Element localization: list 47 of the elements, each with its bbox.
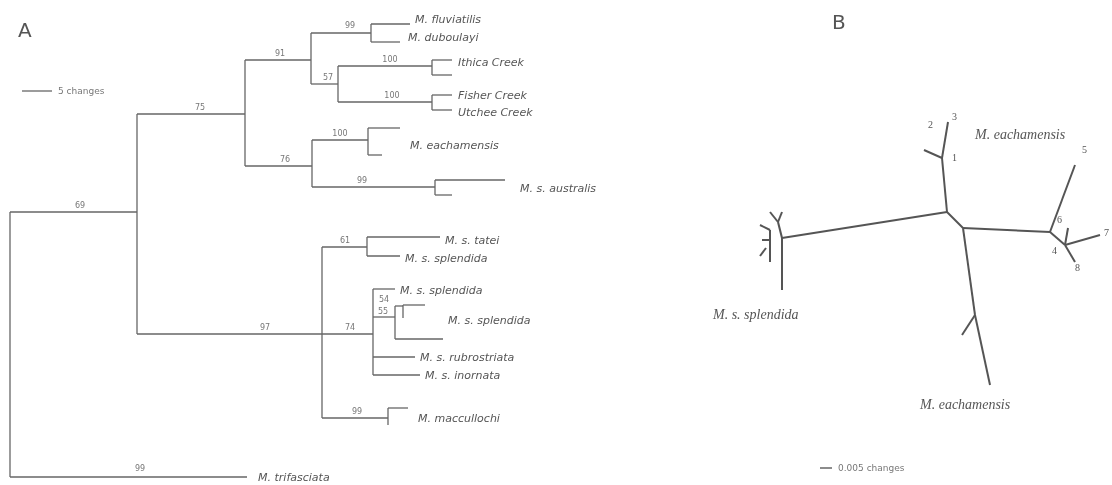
taxon-label: Utchee Creek	[458, 106, 533, 118]
taxon-label: M. s. inornata	[425, 369, 501, 381]
bootstrap-value: 91	[274, 50, 286, 58]
taxon-label: M. maccullochi	[418, 412, 500, 424]
taxon-label: M. eachamensis	[920, 398, 1011, 412]
taxon-label: Fisher Creek	[458, 89, 527, 101]
panel-letter: A	[18, 20, 32, 40]
bootstrap-value: 55	[377, 308, 389, 316]
bootstrap-value: 57	[322, 74, 334, 82]
taxon-label: M. s. tatei	[445, 234, 500, 246]
bootstrap-value: 99	[134, 465, 146, 473]
node-number: 8	[1075, 263, 1080, 273]
taxon-label: M. s. splendida	[400, 284, 483, 296]
bootstrap-value: 69	[74, 202, 86, 210]
bootstrap-value: 99	[344, 22, 356, 30]
scale-label: 5 changes	[58, 86, 105, 96]
taxon-label: M. s. splendida	[713, 308, 799, 322]
scale-label: 0.005 changes	[838, 463, 905, 473]
bootstrap-value: 54	[378, 296, 390, 304]
bootstrap-value: 61	[339, 237, 351, 245]
taxon-label: M. s. splendida	[405, 252, 488, 264]
node-number: 1	[952, 153, 957, 163]
taxon-label: M. eachamensis	[410, 139, 499, 151]
bootstrap-value: 75	[194, 104, 206, 112]
bootstrap-value: 100	[332, 130, 348, 138]
taxon-label: M. trifasciata	[258, 471, 330, 483]
node-number: 4	[1052, 246, 1057, 256]
taxon-label: Ithica Creek	[458, 56, 524, 68]
panel-letter: B	[832, 12, 846, 32]
bootstrap-value: 100	[384, 92, 400, 100]
bootstrap-value: 100	[382, 56, 398, 64]
bootstrap-value: 99	[356, 177, 368, 185]
taxon-label: M. s. splendida	[448, 314, 531, 326]
taxon-label: M. s. australis	[520, 182, 597, 194]
bootstrap-value: 76	[279, 156, 291, 164]
taxon-label: M. eachamensis	[975, 128, 1066, 142]
bootstrap-value: 99	[351, 408, 363, 416]
node-number: 5	[1082, 145, 1087, 155]
taxon-label: M. fluviatilis	[415, 13, 482, 25]
bootstrap-value: 74	[344, 324, 356, 332]
bootstrap-value: 97	[259, 324, 271, 332]
taxon-label: M. s. rubrostriata	[420, 351, 515, 363]
taxon-label: M. duboulayi	[408, 31, 479, 43]
node-number: 7	[1104, 228, 1109, 238]
node-number: 2	[928, 120, 933, 130]
node-number: 3	[952, 112, 957, 122]
node-number: 6	[1057, 215, 1062, 225]
